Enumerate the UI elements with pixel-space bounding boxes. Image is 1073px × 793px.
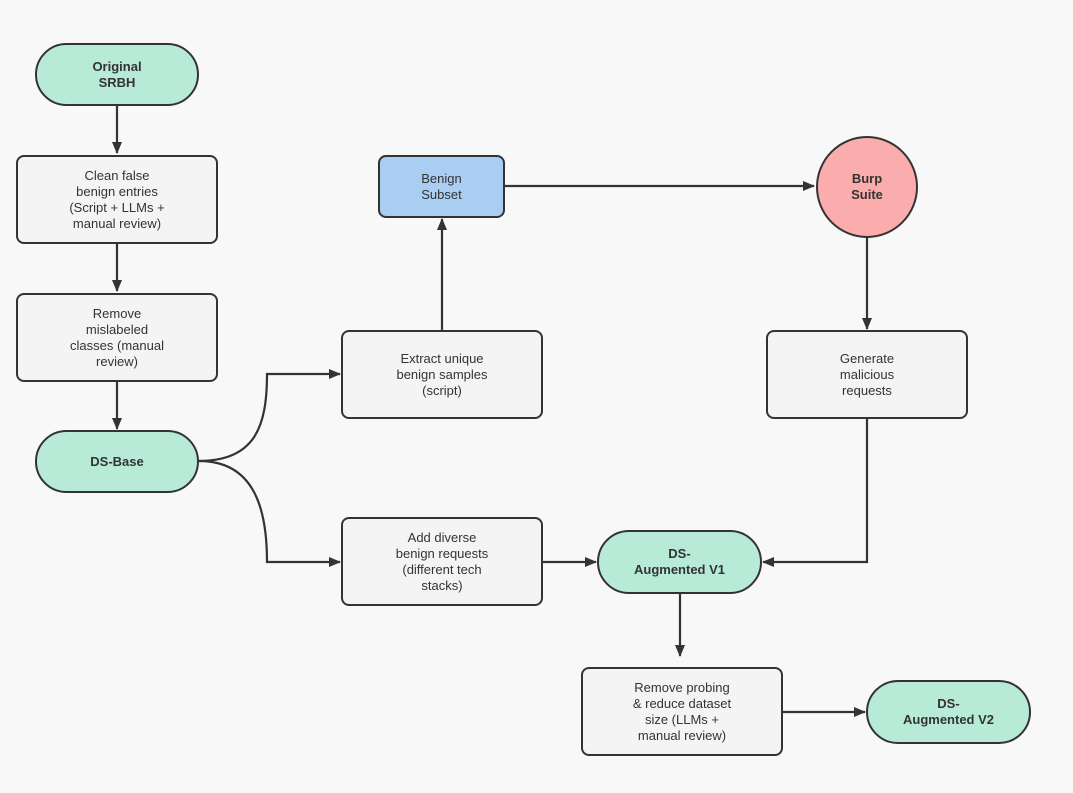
node-burp-suite-label: Burp Suite [851,171,883,202]
node-original-srbh-label: Original SRBH [92,58,142,90]
node-ds-augmented-v2: DS- Augmented V2 [866,680,1031,744]
node-burp-suite: Burp Suite [816,136,918,238]
node-benign-subset-label: Benign Subset [421,170,462,202]
node-ds-augmented-v1-label: DS- Augmented V1 [633,546,725,577]
node-extract-unique: Extract unique benign samples (script) [341,330,543,419]
node-add-diverse-label: Add diverse benign requests (different t… [395,529,489,593]
node-benign-subset: Benign Subset [378,155,505,218]
edge-dsbase-to-diverse [198,459,341,567]
node-generate-malicious-label: Generate malicious requests [839,350,895,398]
node-ds-base-label: DS-Base [90,453,144,469]
node-extract-unique-label: Extract unique benign samples (script) [396,350,488,398]
node-add-diverse: Add diverse benign requests (different t… [341,517,543,606]
node-remove-probing: Remove probing & reduce dataset size (LL… [581,667,783,756]
edge-generate-to-dsv1 [762,418,869,567]
node-generate-malicious: Generate malicious requests [766,330,968,419]
node-ds-augmented-v1: DS- Augmented V1 [597,530,762,594]
node-ds-base: DS-Base [35,430,199,493]
node-remove-probing-label: Remove probing & reduce dataset size (LL… [632,679,732,743]
node-clean-false-benign: Clean false benign entries (Script + LLM… [16,155,218,244]
node-remove-mislabeled-label: Remove mislabeled classes (manual review… [70,305,164,369]
node-original-srbh: Original SRBH [35,43,199,106]
edge-dsbase-to-extract [198,369,341,463]
node-ds-augmented-v2-label: DS- Augmented V2 [902,696,994,727]
node-clean-false-benign-label: Clean false benign entries (Script + LLM… [69,167,165,231]
node-remove-mislabeled: Remove mislabeled classes (manual review… [16,293,218,382]
